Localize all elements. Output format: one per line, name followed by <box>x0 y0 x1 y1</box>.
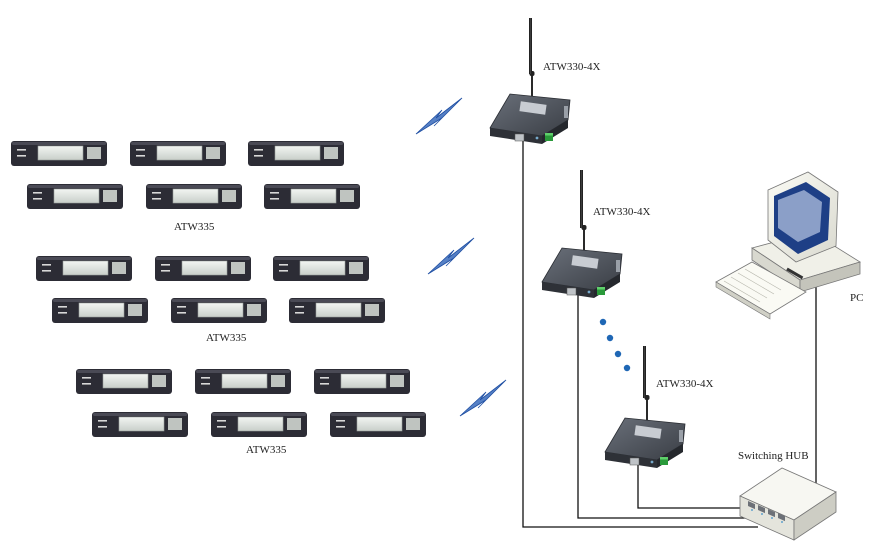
tag-group-label: ATW335 <box>174 221 215 233</box>
wireless-gateway-icon <box>604 394 686 469</box>
gateway-label: ATW330-4X <box>656 378 714 390</box>
wireless-gateway-icon <box>541 224 623 299</box>
lightning-bolt-icon <box>415 97 463 135</box>
tag-group-2 <box>35 255 386 324</box>
tag-group-label: ATW335 <box>206 332 247 344</box>
esl-tag-icon <box>210 411 308 438</box>
esl-tag-icon <box>313 368 411 395</box>
antenna-2 <box>580 170 583 228</box>
antenna-1 <box>529 18 532 74</box>
esl-tag-icon <box>263 183 361 210</box>
esl-tag-icon <box>35 255 133 282</box>
tag-group-3 <box>75 368 427 438</box>
wireless-gateway-icon <box>489 70 571 145</box>
tag-group-label: ATW335 <box>246 444 287 456</box>
wire-gateway-2 <box>577 293 760 519</box>
lightning-bolt-icon <box>427 237 475 275</box>
esl-tag-icon <box>154 255 252 282</box>
esl-tag-icon <box>329 411 427 438</box>
hub-label: Switching HUB <box>738 450 809 462</box>
esl-tag-icon <box>51 297 149 324</box>
esl-tag-icon <box>194 368 292 395</box>
wire-gateway-3 <box>637 463 762 509</box>
antenna-3 <box>643 346 646 398</box>
lightning-bolt-icon <box>459 379 507 417</box>
esl-tag-icon <box>288 297 386 324</box>
esl-tag-icon <box>145 183 243 210</box>
wire-gateway-1 <box>522 136 758 528</box>
switching-hub-icon <box>739 467 837 541</box>
esl-tag-icon <box>247 140 345 167</box>
esl-tag-icon <box>170 297 268 324</box>
esl-tag-icon <box>91 411 189 438</box>
gateway-label: ATW330-4X <box>593 206 651 218</box>
esl-tag-icon <box>129 140 227 167</box>
ellipsis-dots <box>599 318 631 372</box>
pc-label: PC <box>850 292 864 304</box>
esl-tag-icon <box>10 140 108 167</box>
desktop-computer-icon <box>715 171 861 320</box>
esl-tag-icon <box>26 183 124 210</box>
tag-group-1 <box>10 140 361 210</box>
gateway-label: ATW330-4X <box>543 61 601 73</box>
network-wires <box>522 136 817 528</box>
esl-tag-icon <box>75 368 173 395</box>
esl-tag-icon <box>272 255 370 282</box>
